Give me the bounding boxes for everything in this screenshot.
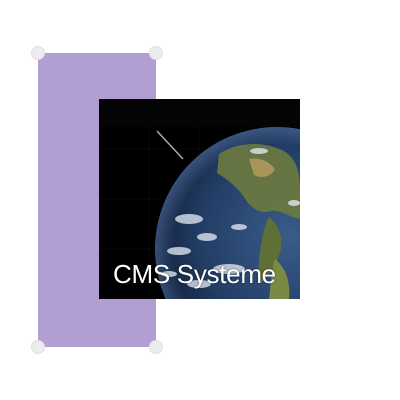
resize-handle-bottom-left[interactable]: [31, 340, 45, 354]
resize-handle-bottom-right[interactable]: [149, 340, 163, 354]
earth-image[interactable]: CMS Systeme: [99, 99, 300, 299]
resize-handle-top-right[interactable]: [149, 46, 163, 60]
resize-handle-top-left[interactable]: [31, 46, 45, 60]
image-caption: CMS Systeme: [113, 259, 276, 289]
earth-graphic: [99, 99, 300, 299]
